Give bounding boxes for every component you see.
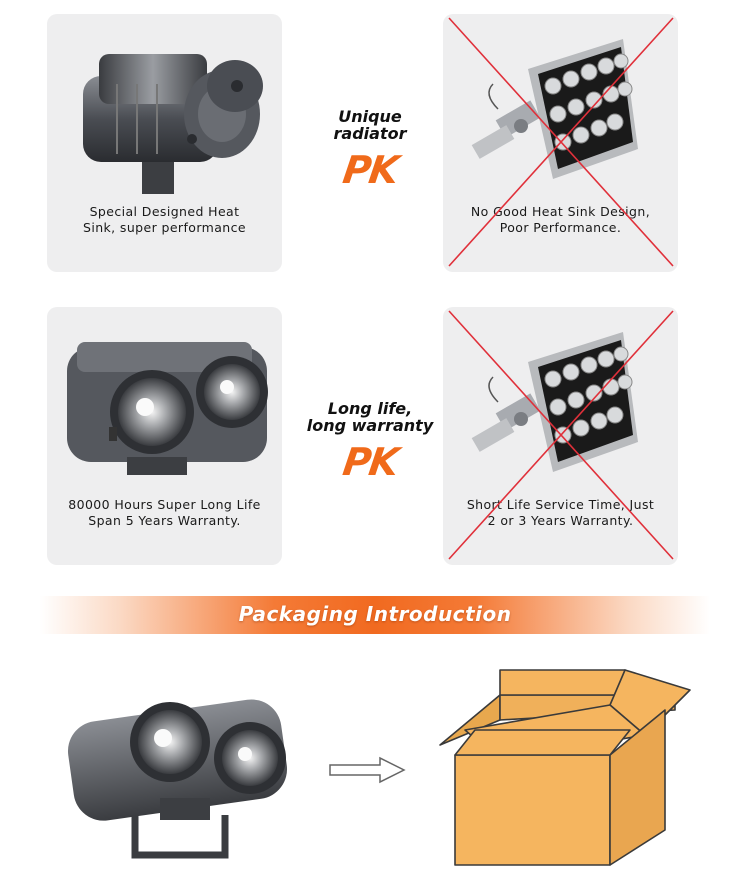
packaging-banner: Packaging Introduction <box>40 596 710 634</box>
heat-sink-light-icon <box>83 54 263 194</box>
bad-caption-1-line1: No Good Heat Sink Design, <box>470 204 651 219</box>
packaging-title: Packaging Introduction <box>238 602 512 626</box>
comparison-title-2: Long life, long warranty <box>285 400 455 434</box>
bad-caption-1: No Good Heat Sink Design, Poor Performan… <box>443 204 678 236</box>
good-product-card-1: Special Designed Heat Sink, super perfor… <box>47 14 282 272</box>
arrow-right-icon <box>329 756 406 784</box>
bad-product-card-1: No Good Heat Sink Design, Poor Performan… <box>443 14 678 272</box>
dual-led-light-icon <box>67 342 268 475</box>
comparison-title-1-line2: radiator <box>333 124 407 143</box>
good-caption-2-line1: 80000 Hours Super Long Life <box>68 497 261 512</box>
good-caption-2-line2: Span 5 Years Warranty. <box>88 513 241 528</box>
good-caption-1-line2: Sink, super performance <box>83 220 246 235</box>
brand-logo-2: PK <box>340 440 400 484</box>
good-caption-1-line1: Special Designed Heat <box>89 204 240 219</box>
flood-light-icon <box>471 39 638 179</box>
cardboard-box-icon <box>439 669 691 866</box>
comparison-title-2-line1: Long life, <box>327 399 413 418</box>
comparison-title-2-line2: long warranty <box>306 416 434 435</box>
good-caption-2: 80000 Hours Super Long Life Span 5 Years… <box>47 497 282 529</box>
bad-caption-2: Short Life Service Time, Just 2 or 3 Yea… <box>443 497 678 529</box>
comparison-title-1-line1: Unique <box>338 107 402 126</box>
brand-logo-1: PK <box>340 148 400 192</box>
flood-light-icon <box>471 332 638 472</box>
good-product-card-2: 80000 Hours Super Long Life Span 5 Years… <box>47 307 282 565</box>
comparison-title-1: Unique radiator <box>285 108 455 142</box>
bad-caption-1-line2: Poor Performance. <box>499 220 622 235</box>
bad-product-card-2: Short Life Service Time, Just 2 or 3 Yea… <box>443 307 678 565</box>
bad-caption-2-line1: Short Life Service Time, Just <box>466 497 655 512</box>
dual-led-light-icon <box>67 699 288 859</box>
good-caption-1: Special Designed Heat Sink, super perfor… <box>47 204 282 236</box>
bad-caption-2-line2: 2 or 3 Years Warranty. <box>487 513 634 528</box>
